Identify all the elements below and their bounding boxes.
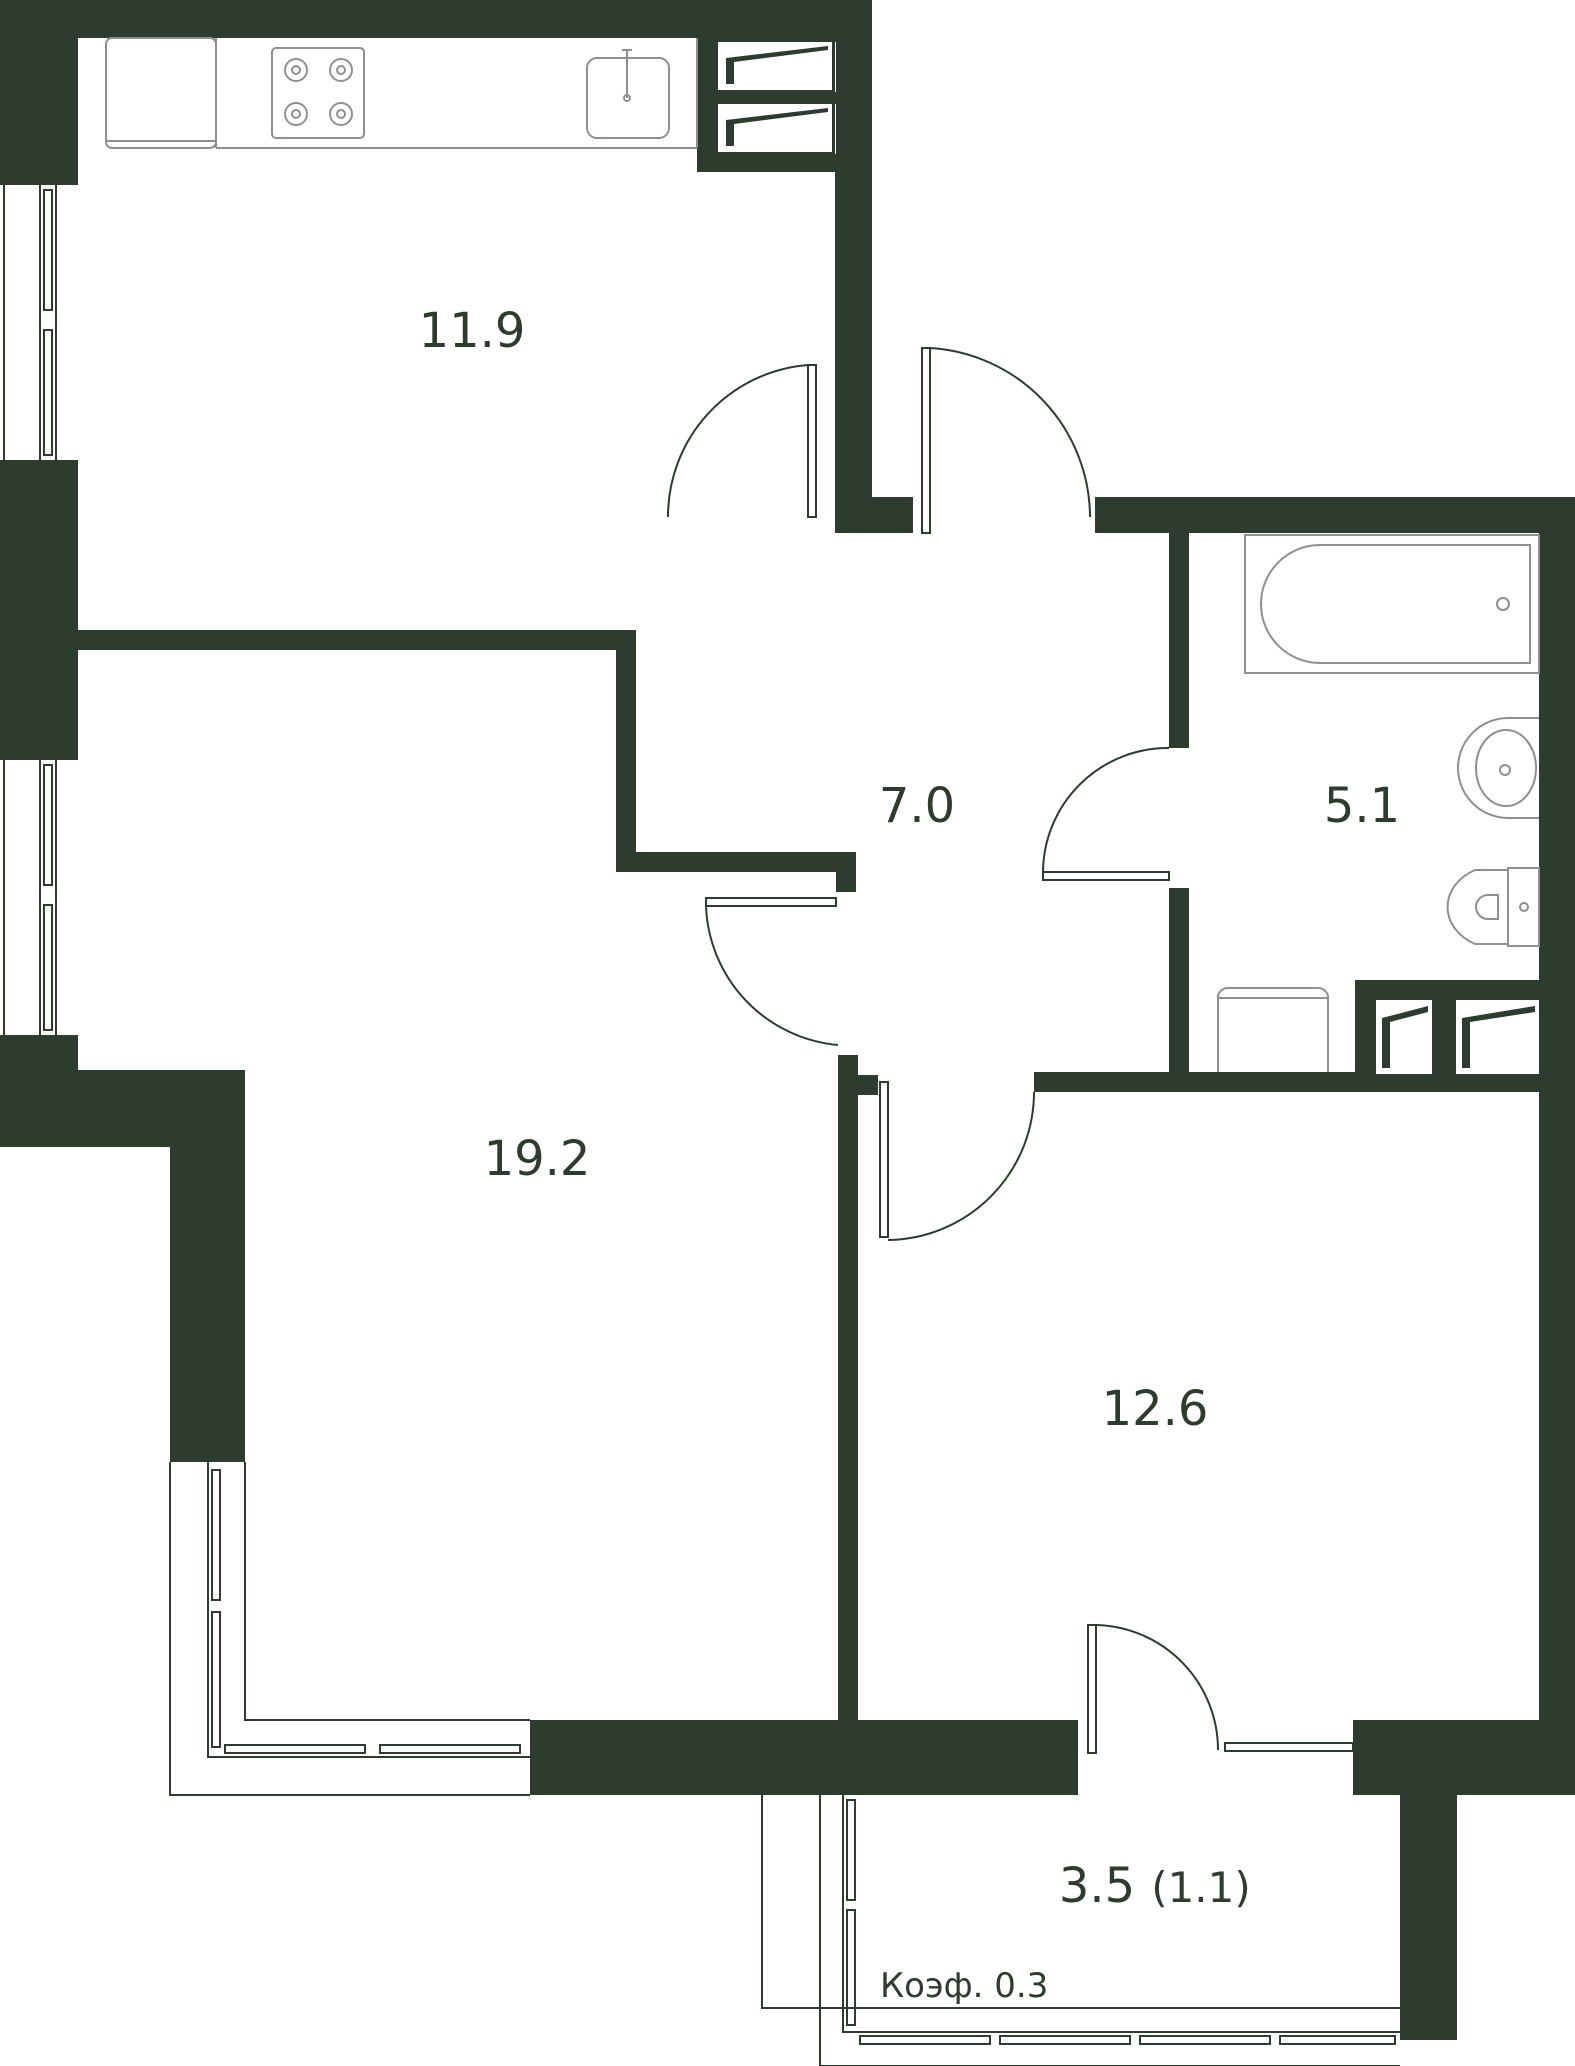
door-entrance <box>921 347 1091 534</box>
wall-right <box>1539 497 1575 1795</box>
door-balcony <box>1087 1624 1219 1754</box>
wall-left-top <box>0 0 78 185</box>
balcony-coefficient-label: Коэф. 0.3 <box>880 1966 1048 2006</box>
balcony-area-label: 3.5 <box>1059 1858 1135 1914</box>
vent-mark-1b <box>726 46 828 84</box>
toilet-icon <box>1446 867 1540 947</box>
kitchen-area-label: 11.9 <box>419 303 526 359</box>
kitchen-counter <box>105 37 698 149</box>
wall-hall-bottom <box>616 852 856 872</box>
window-living <box>0 760 78 1035</box>
fixtures <box>105 37 1540 1072</box>
door-bedroom <box>879 1081 1035 1241</box>
door-living <box>705 897 839 1046</box>
wall-bedroom-left <box>838 1055 858 1720</box>
wall-bedroom-top-stub <box>858 1075 878 1095</box>
wall-bedroom-left-stub <box>838 1055 858 1083</box>
wall-hall-bottom-stub <box>836 852 856 892</box>
bathtub-icon <box>1244 534 1540 674</box>
window-kitchen <box>0 185 78 460</box>
wall-balcony-right <box>1400 1720 1457 2040</box>
wall-bottom-mid <box>530 1720 1078 1795</box>
balcony-reduced-area-label: (1.1) <box>1151 1863 1251 1912</box>
door-bathroom <box>1042 746 1170 881</box>
wall-kitchen-living <box>78 630 636 650</box>
bedroom-area-label: 12.6 <box>1102 1381 1209 1437</box>
stove-icon <box>271 47 365 139</box>
wall-left-mid <box>0 460 78 760</box>
window-balcony <box>761 1795 1400 2066</box>
wall-bottom-right <box>1353 1720 1575 1795</box>
vent-mark-3 <box>1382 1006 1428 1068</box>
window-bedroom-balcony <box>1224 1742 1354 1752</box>
windows <box>0 185 1400 2066</box>
doors <box>666 347 1219 1754</box>
room-labels: 11.9 7.0 5.1 19.2 12.6 3.5 (1.1) Коэф. 0… <box>419 303 1401 2006</box>
door-kitchen <box>666 364 817 518</box>
living-area-label: 19.2 <box>484 1131 591 1187</box>
wall-bath-left-upper <box>1169 533 1189 748</box>
wall-hall-top-stub <box>835 497 913 533</box>
hall-area-label: 7.0 <box>879 778 955 834</box>
vent-mark-4 <box>1462 1006 1535 1068</box>
wall-bath-left-lower <box>1169 888 1189 1088</box>
vent-mark-2b <box>726 108 828 146</box>
washing-machine-icon <box>1217 986 1329 1072</box>
window-living-corner <box>169 1462 530 1796</box>
washbasin-icon <box>1457 717 1539 819</box>
wall-bath-top <box>1095 497 1575 533</box>
wall-step-vertical <box>170 1070 245 1462</box>
bathroom-area-label: 5.1 <box>1324 778 1400 834</box>
sink-icon <box>586 49 670 139</box>
